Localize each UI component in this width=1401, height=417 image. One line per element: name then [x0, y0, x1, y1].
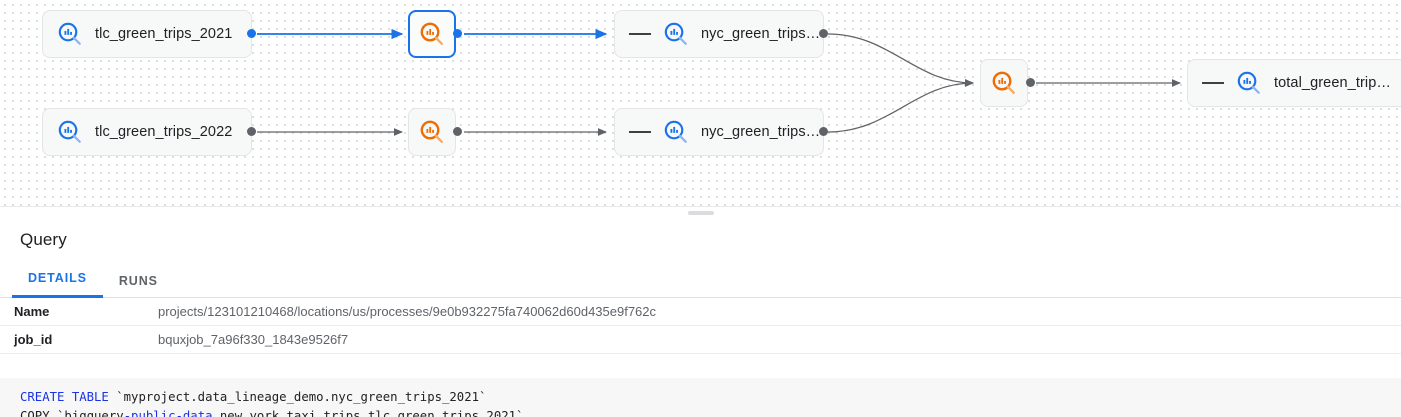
- lineage-node-nyc-green-trips-2021[interactable]: nyc_green_trips…: [614, 10, 824, 58]
- lineage-graph-canvas[interactable]: tlc_green_trips_2021 nyc_gr: [0, 0, 1401, 206]
- lineage-node-label: tlc_green_trips_2022: [95, 124, 233, 140]
- lineage-node-process-1-selected[interactable]: [408, 10, 456, 58]
- bigquery-table-icon-blue: [58, 22, 81, 45]
- node-port-out-n6[interactable]: [819, 127, 828, 136]
- edge-n6-n7: [827, 79, 975, 133]
- lineage-node-label: nyc_green_trips…: [701, 26, 821, 42]
- lineage-node-process-3[interactable]: [980, 59, 1028, 107]
- lineage-node-tlc-green-trips-2022[interactable]: tlc_green_trips_2022: [42, 108, 252, 156]
- code-token: `myproject.data_lineage_demo.nyc_green_t…: [108, 390, 487, 404]
- tab-details[interactable]: DETAILS: [12, 271, 103, 298]
- code-token: .new_york_taxi_trips.tlc_green_trips_202…: [212, 409, 524, 417]
- panel-title: Query: [20, 230, 67, 249]
- lineage-node-total-green-trips[interactable]: total_green_trip…: [1187, 59, 1401, 107]
- collapse-minus-icon[interactable]: [629, 131, 651, 133]
- details-panel: Query DETAILS RUNS Name projects/1231012…: [0, 216, 1401, 417]
- lineage-node-tlc-green-trips-2021[interactable]: tlc_green_trips_2021: [42, 10, 252, 58]
- collapse-minus-icon[interactable]: [1202, 82, 1224, 84]
- code-token: CREATE TABLE: [20, 390, 109, 404]
- bigquery-process-icon-orange: [420, 120, 443, 143]
- drag-handle-icon[interactable]: [687, 211, 714, 215]
- edge-n3-n7: [827, 33, 975, 87]
- code-line: COPY `bigquery-public-data.new_york_taxi…: [0, 407, 1401, 417]
- bigquery-table-icon-blue: [664, 22, 687, 45]
- lineage-edges: [257, 28, 1182, 136]
- panel-splitter[interactable]: [0, 206, 1401, 216]
- lineage-node-nyc-green-trips-2022[interactable]: nyc_green_trips…: [614, 108, 824, 156]
- sql-code-block[interactable]: CREATE TABLE `myproject.data_lineage_dem…: [0, 378, 1401, 417]
- detail-value-job-id: bquxjob_7a96f330_1843e9526f7: [158, 332, 349, 347]
- code-token: COPY `bigquery: [20, 409, 124, 417]
- detail-key-name: Name: [14, 304, 50, 319]
- code-token: -public-data: [123, 409, 213, 417]
- detail-key-job-id: job_id: [14, 332, 53, 347]
- lineage-node-label: total_green_trip…: [1274, 75, 1391, 91]
- node-port-out-n1[interactable]: [247, 29, 256, 38]
- table-row: job_id bquxjob_7a96f330_1843e9526f7: [0, 326, 1401, 354]
- lineage-node-process-2[interactable]: [408, 108, 456, 156]
- bigquery-table-icon-blue: [58, 120, 81, 143]
- lineage-node-label: tlc_green_trips_2021: [95, 26, 233, 42]
- tab-runs[interactable]: RUNS: [118, 274, 158, 288]
- detail-value-name: projects/123101210468/locations/us/proce…: [158, 304, 657, 319]
- bigquery-table-icon-blue: [1237, 71, 1260, 94]
- table-row: Name projects/123101210468/locations/us/…: [0, 298, 1401, 326]
- bigquery-process-icon-orange: [420, 22, 443, 45]
- lineage-node-label: nyc_green_trips…: [701, 124, 821, 140]
- node-port-out-n4[interactable]: [247, 127, 256, 136]
- node-port-out-n3[interactable]: [819, 29, 828, 38]
- details-table: Name projects/123101210468/locations/us/…: [0, 298, 1401, 354]
- panel-tabs: DETAILS RUNS: [0, 262, 1401, 298]
- code-line: CREATE TABLE `myproject.data_lineage_dem…: [0, 388, 1401, 407]
- node-port-out-n2[interactable]: [453, 29, 462, 38]
- collapse-minus-icon[interactable]: [629, 33, 651, 35]
- node-port-out-n7[interactable]: [1026, 78, 1035, 87]
- bigquery-process-icon-orange: [992, 71, 1015, 94]
- bigquery-table-icon-blue: [664, 120, 687, 143]
- node-port-out-n5[interactable]: [453, 127, 462, 136]
